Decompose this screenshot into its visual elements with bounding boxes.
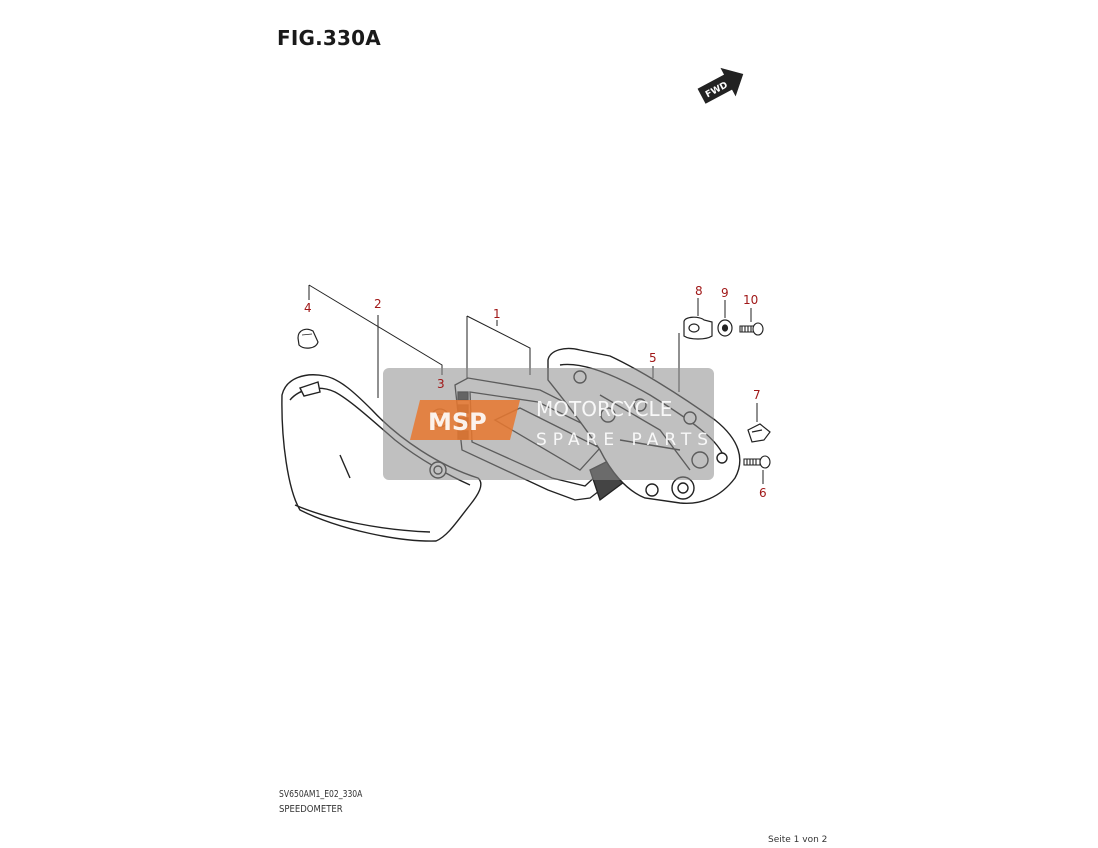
callout-5: 5 [649, 351, 657, 365]
part-8-grommet [683, 316, 713, 340]
watermark-line-2: SPARE PARTS [536, 430, 714, 450]
callout-labels: 1 2 3 4 5 6 7 8 9 10 [304, 284, 767, 500]
watermark: MSP MOTORCYCLE SPARE PARTS [383, 368, 714, 480]
callout-4: 4 [304, 301, 312, 315]
forward-arrow-icon: FWD [697, 67, 744, 104]
figure-title: FIG.330A [277, 26, 381, 50]
watermark-logo-text: MSP [428, 408, 487, 436]
part-4-clip [297, 328, 319, 349]
callout-2: 2 [374, 297, 382, 311]
callout-10: 10 [743, 293, 758, 307]
callout-8: 8 [695, 284, 703, 298]
callout-9: 9 [721, 286, 729, 300]
watermark-line-1: MOTORCYCLE [536, 397, 672, 421]
figure-name: SPEEDOMETER [279, 804, 343, 815]
figure-code: SV650AM1_E02_330A [279, 789, 363, 800]
watermark-logo-icon [410, 400, 520, 440]
page-indicator: Seite 1 von 2 [768, 835, 828, 845]
part-9-collar [717, 319, 733, 337]
part-7-nut-clip [747, 423, 771, 443]
part-6-screw [743, 455, 771, 469]
callout-6: 6 [759, 486, 767, 500]
callout-7: 7 [753, 388, 761, 402]
callout-3: 3 [437, 377, 445, 391]
callout-1: 1 [493, 307, 501, 321]
part-10-screw [739, 322, 764, 336]
